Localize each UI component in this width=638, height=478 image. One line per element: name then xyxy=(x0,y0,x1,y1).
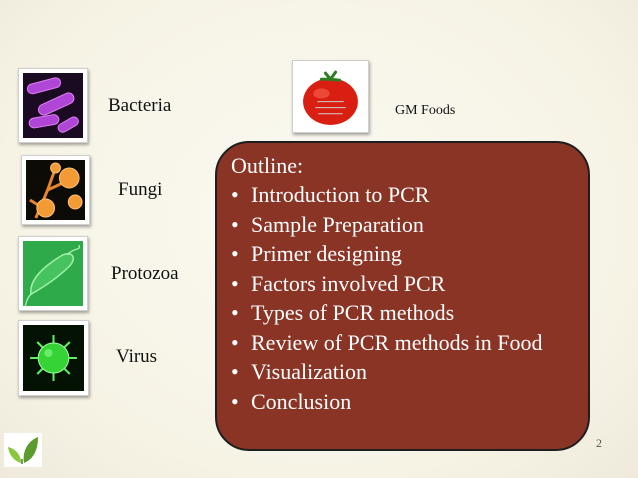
organism-label-virus: Virus xyxy=(116,346,158,367)
outline-item-primer: Primer designing xyxy=(231,239,578,269)
page-number: 2 xyxy=(596,436,602,450)
outline-item-sample-prep: Sample Preparation xyxy=(231,210,578,240)
protozoa-icon xyxy=(23,241,83,306)
outline-item-conclusion: Conclusion xyxy=(231,387,578,417)
gm-foods-label: GM Foods xyxy=(395,103,456,118)
leaf-logo-icon xyxy=(4,433,42,467)
outline-item-factors: Factors involved PCR xyxy=(231,269,578,299)
outline-title: Outline: xyxy=(231,153,304,178)
outline-item-review: Review of PCR methods in Food xyxy=(231,328,578,358)
outline-list: Introduction to PCR Sample Preparation P… xyxy=(231,180,578,416)
bacteria-image xyxy=(18,68,88,143)
virus-icon xyxy=(23,325,84,391)
organism-label-protozoa: Protozoa xyxy=(111,263,179,284)
fungi-icon xyxy=(26,160,85,220)
outline-item-intro: Introduction to PCR xyxy=(231,180,578,210)
outline-item-visualization: Visualization xyxy=(231,357,578,387)
outline-item-types: Types of PCR methods xyxy=(231,298,578,328)
bacteria-icon xyxy=(23,73,83,138)
outline-box: Outline: Introduction to PCR Sample Prep… xyxy=(215,141,590,451)
gm-foods-image xyxy=(292,60,369,133)
virus-image xyxy=(18,320,89,396)
fungi-image xyxy=(21,155,90,225)
organism-label-bacteria: Bacteria xyxy=(108,95,172,116)
organism-label-fungi: Fungi xyxy=(118,179,163,200)
protozoa-image xyxy=(18,236,88,311)
tomato-icon xyxy=(297,65,364,128)
